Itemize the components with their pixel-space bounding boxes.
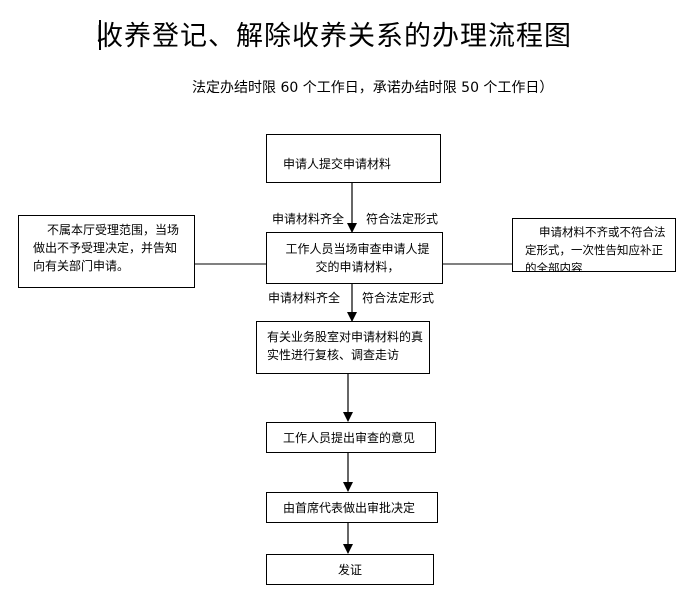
- edge-label-legal-2: 符合法定形式: [362, 291, 435, 305]
- node-review-opinion: 工作人员提出审查的意见: [266, 422, 436, 453]
- node-not-accepted: 不属本厅受理范围，当场做出不予受理决定，并告知向有关部门申请。: [18, 215, 195, 288]
- edge-label-complete-1: 申请材料齐全: [272, 212, 345, 226]
- node-issue-certificate: 发证: [266, 554, 434, 585]
- node-opinion-label: 工作人员提出审查的意见: [283, 431, 416, 445]
- node-onsite-review: 工作人员当场审查申请人提交的申请材料，: [266, 232, 443, 284]
- edge-label-complete-2: 申请材料齐全: [268, 291, 341, 305]
- edge-label-legal-1: 符合法定形式: [366, 212, 439, 226]
- page-title: 收养登记、解除收养关系的办理流程图: [96, 21, 572, 52]
- node-verify-authenticity: 有关业务股室对申请材料的真实性进行复核、调查走访: [256, 321, 430, 374]
- node-reject-label: 不属本厅受理范围，当场做出不予受理决定，并告知向有关部门申请。: [33, 223, 180, 273]
- node-verify-label: 有关业务股室对申请材料的真实性进行复核、调查走访: [267, 330, 424, 362]
- node-review-label: 工作人员当场审查申请人提交的申请材料，: [285, 242, 430, 274]
- node-approval-decision: 由首席代表做出审批决定: [266, 492, 438, 523]
- node-submit-materials: 申请人提交申请材料: [266, 134, 441, 183]
- text-cursor: [99, 20, 101, 50]
- node-approve-label: 由首席代表做出审批决定: [283, 501, 416, 515]
- node-submit-label: 申请人提交申请材料: [283, 157, 392, 171]
- node-incomplete-label: 申请材料不齐或不符合法定形式，一次性告知应补正的全部内容: [525, 225, 666, 272]
- node-incomplete-materials: 申请材料不齐或不符合法定形式，一次性告知应补正的全部内容: [512, 218, 676, 272]
- page-subtitle: 法定办结时限 60 个工作日，承诺办结时限 50 个工作日）: [192, 80, 554, 96]
- node-issue-label: 发证: [337, 563, 362, 577]
